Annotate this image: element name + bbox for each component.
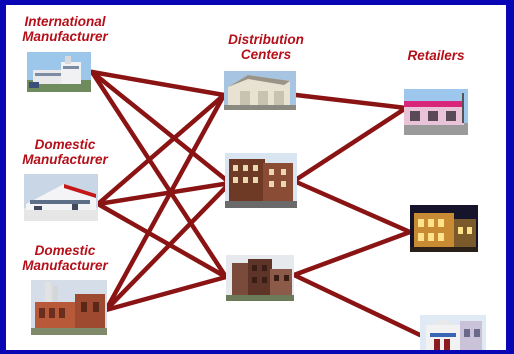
- international-manufacturer-photo: [27, 52, 91, 92]
- link-distribution-center-3-to-retailer-2: [291, 229, 413, 278]
- domestic-manufacturer-1-photo: [24, 174, 98, 221]
- label-retailers: Retailers: [407, 48, 465, 63]
- link-domestic-manufacturer-1-to-distribution-center-2: [95, 180, 233, 207]
- label-domestic-manufacturer-1: Domestic Manufacturer: [22, 137, 108, 167]
- link-international-manufacturer-to-distribution-center-1: [89, 69, 227, 98]
- retailer-2-photo: [410, 205, 478, 252]
- link-distribution-center-2-to-retailer-1: [291, 105, 409, 184]
- distribution-center-3-photo: [226, 255, 294, 301]
- link-domestic-manufacturer-2-to-distribution-center-2: [103, 180, 233, 313]
- retailer-1-photo: [404, 89, 468, 135]
- distribution-center-1-photo: [224, 71, 296, 110]
- label-domestic-manufacturer-2: Domestic Manufacturer: [22, 243, 108, 273]
- link-international-manufacturer-to-distribution-center-3: [89, 69, 229, 280]
- label-international-manufacturer: International Manufacturer: [22, 14, 108, 44]
- retailer-3-photo: [420, 315, 486, 350]
- label-distribution-centers: Distribution Centers: [228, 32, 304, 62]
- link-domestic-manufacturer-1-to-distribution-center-3: [95, 201, 229, 280]
- supply-chain-diagram: International Manufacturer Distribution …: [6, 5, 506, 350]
- link-distribution-center-2-to-retailer-2: [291, 178, 413, 235]
- distribution-center-2-photo: [225, 153, 297, 208]
- link-distribution-center-1-to-retailer-1: [293, 92, 409, 111]
- link-domestic-manufacturer-1-to-distribution-center-1: [95, 92, 227, 207]
- link-domestic-manufacturer-2-to-distribution-center-1: [103, 92, 227, 313]
- domestic-manufacturer-2-photo: [31, 280, 107, 335]
- link-international-manufacturer-to-distribution-center-2: [89, 69, 233, 186]
- link-distribution-center-3-to-retailer-3: [291, 272, 423, 338]
- link-layer: [89, 69, 423, 338]
- link-domestic-manufacturer-2-to-distribution-center-3: [103, 274, 229, 313]
